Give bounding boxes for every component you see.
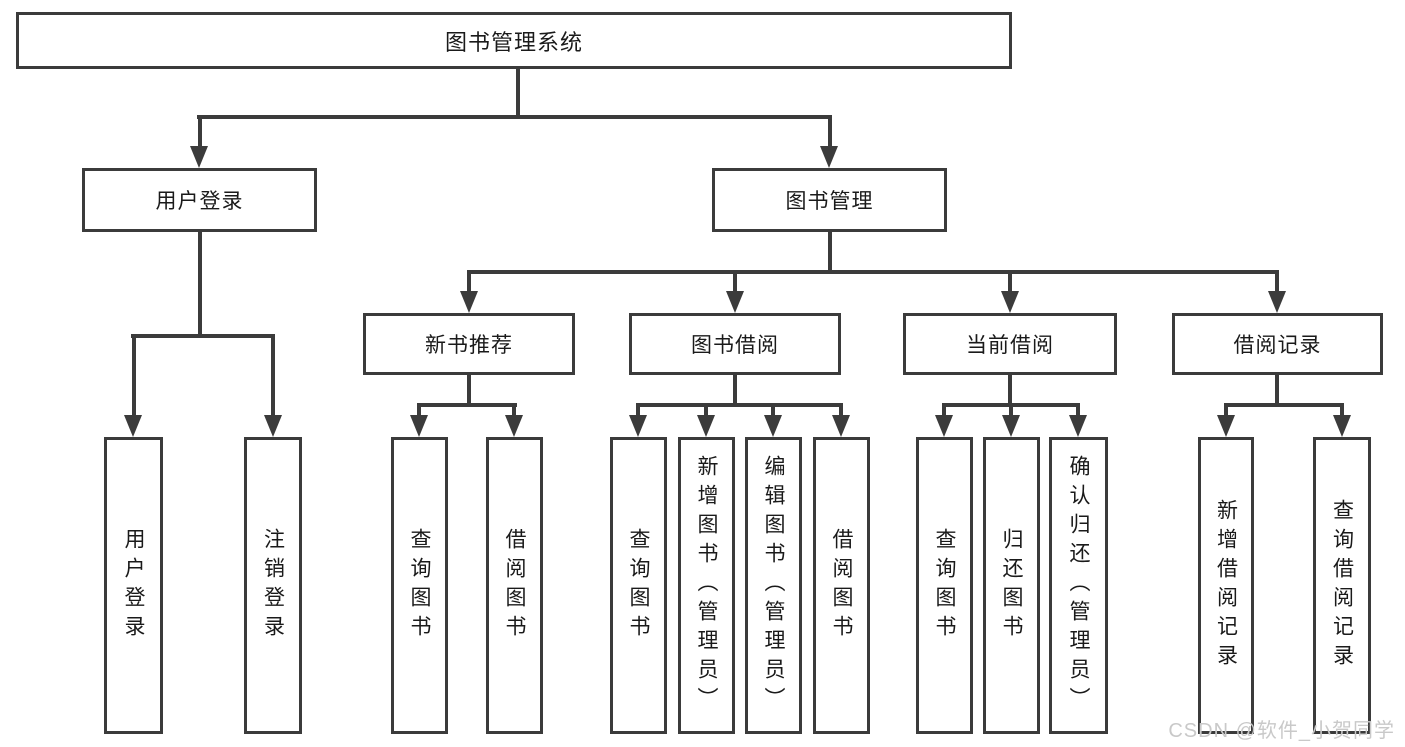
leaf-borrow-book-recommend: 借阅图书 <box>486 437 543 734</box>
node-root-label: 图书管理系统 <box>444 29 583 55</box>
leaf-logout: 注销登录 <box>244 437 302 734</box>
connector-line <box>197 115 832 119</box>
connector-line <box>1275 272 1279 293</box>
node-borrow-records-label: 借阅记录 <box>1233 334 1322 357</box>
connector-line <box>1008 272 1012 293</box>
connector-line <box>467 270 1279 274</box>
connector-line <box>132 336 136 417</box>
leaf-borrow-book-recommend-label: 借阅图书 <box>503 527 526 644</box>
connector-line <box>512 403 516 417</box>
connector-line <box>1009 403 1013 417</box>
connector-line <box>636 403 640 417</box>
arrowhead-icon <box>1002 415 1020 437</box>
node-book-borrow-label: 图书借阅 <box>691 334 779 357</box>
arrowhead-icon <box>935 415 953 437</box>
node-user-login: 用户登录 <box>82 168 317 232</box>
leaf-borrow-book-label: 借阅图书 <box>830 527 853 644</box>
leaf-return-book: 归还图书 <box>983 437 1040 734</box>
arrowhead-icon <box>1069 415 1087 437</box>
arrowhead-icon <box>1217 415 1235 437</box>
leaf-logout-label: 注销登录 <box>261 527 285 644</box>
csdn-watermark: CSDN @软件_小贺同学 <box>1168 720 1395 742</box>
leaf-borrow-book: 借阅图书 <box>813 437 870 734</box>
arrowhead-icon <box>505 415 523 437</box>
arrowhead-icon <box>190 146 208 168</box>
node-book-management-label: 图书管理 <box>785 190 874 213</box>
arrowhead-icon <box>764 415 782 437</box>
arrowhead-icon <box>629 415 647 437</box>
node-new-book-recommend: 新书推荐 <box>363 313 575 375</box>
arrowhead-icon <box>820 146 838 168</box>
arrowhead-icon <box>1268 291 1286 313</box>
connector-line <box>516 69 520 117</box>
arrowhead-icon <box>726 291 744 313</box>
connector-line <box>131 334 275 338</box>
leaf-query-book-current-label: 查询图书 <box>933 527 956 644</box>
leaf-confirm-return-admin: 确认归还（管理员） <box>1049 437 1108 734</box>
leaf-add-book-admin: 新增图书（管理员） <box>678 437 735 734</box>
connector-line <box>1224 403 1344 407</box>
leaf-edit-book-admin-label: 编辑图书（管理员） <box>762 455 785 716</box>
arrowhead-icon <box>460 291 478 313</box>
connector-line <box>828 117 832 148</box>
leaf-add-book-admin-label: 新增图书（管理员） <box>695 455 718 716</box>
arrowhead-icon <box>697 415 715 437</box>
connector-line <box>828 232 832 272</box>
arrowhead-icon <box>124 415 142 437</box>
connector-line <box>1340 403 1344 417</box>
arrowhead-icon <box>264 415 282 437</box>
leaf-query-book-borrow-label: 查询图书 <box>627 527 650 644</box>
connector-line <box>467 272 471 293</box>
node-current-borrow-label: 当前借阅 <box>966 334 1054 357</box>
arrowhead-icon <box>1001 291 1019 313</box>
node-book-management: 图书管理 <box>712 168 947 232</box>
connector-line <box>1275 375 1279 405</box>
leaf-query-book-borrow: 查询图书 <box>610 437 667 734</box>
leaf-add-borrow-record: 新增借阅记录 <box>1198 437 1254 734</box>
node-borrow-records: 借阅记录 <box>1172 313 1383 375</box>
node-user-login-label: 用户登录 <box>155 190 244 213</box>
leaf-confirm-return-admin-label: 确认归还（管理员） <box>1067 455 1090 716</box>
connector-line <box>636 403 843 407</box>
arrowhead-icon <box>832 415 850 437</box>
leaf-user-login: 用户登录 <box>104 437 163 734</box>
arrowhead-icon <box>410 415 428 437</box>
connector-line <box>1008 375 1012 405</box>
leaf-query-book-current: 查询图书 <box>916 437 973 734</box>
connector-line <box>942 403 946 417</box>
connector-line <box>467 375 471 405</box>
leaf-query-book-recommend-label: 查询图书 <box>408 527 431 644</box>
connector-line <box>1224 403 1228 417</box>
arrowhead-icon <box>1333 415 1351 437</box>
connector-line <box>198 232 202 336</box>
connector-line <box>417 403 517 407</box>
leaf-query-borrow-record: 查询借阅记录 <box>1313 437 1371 734</box>
connector-line <box>417 403 421 417</box>
connector-line <box>839 403 843 417</box>
node-new-book-recommend-label: 新书推荐 <box>425 334 513 357</box>
connector-line <box>271 336 275 417</box>
leaf-add-borrow-record-label: 新增借阅记录 <box>1214 498 1238 673</box>
node-root: 图书管理系统 <box>16 12 1012 69</box>
leaf-user-login-label: 用户登录 <box>122 527 145 644</box>
connector-line <box>733 272 737 293</box>
connector-line <box>704 403 708 417</box>
leaf-return-book-label: 归还图书 <box>1000 527 1023 644</box>
connector-line <box>198 117 202 148</box>
leaf-edit-book-admin: 编辑图书（管理员） <box>745 437 802 734</box>
connector-line <box>733 375 737 405</box>
node-book-borrow: 图书借阅 <box>629 313 841 375</box>
connector-line <box>1076 403 1080 417</box>
connector-line <box>771 403 775 417</box>
leaf-query-book-recommend: 查询图书 <box>391 437 448 734</box>
leaf-query-borrow-record-label: 查询借阅记录 <box>1330 498 1354 673</box>
node-current-borrow: 当前借阅 <box>903 313 1117 375</box>
